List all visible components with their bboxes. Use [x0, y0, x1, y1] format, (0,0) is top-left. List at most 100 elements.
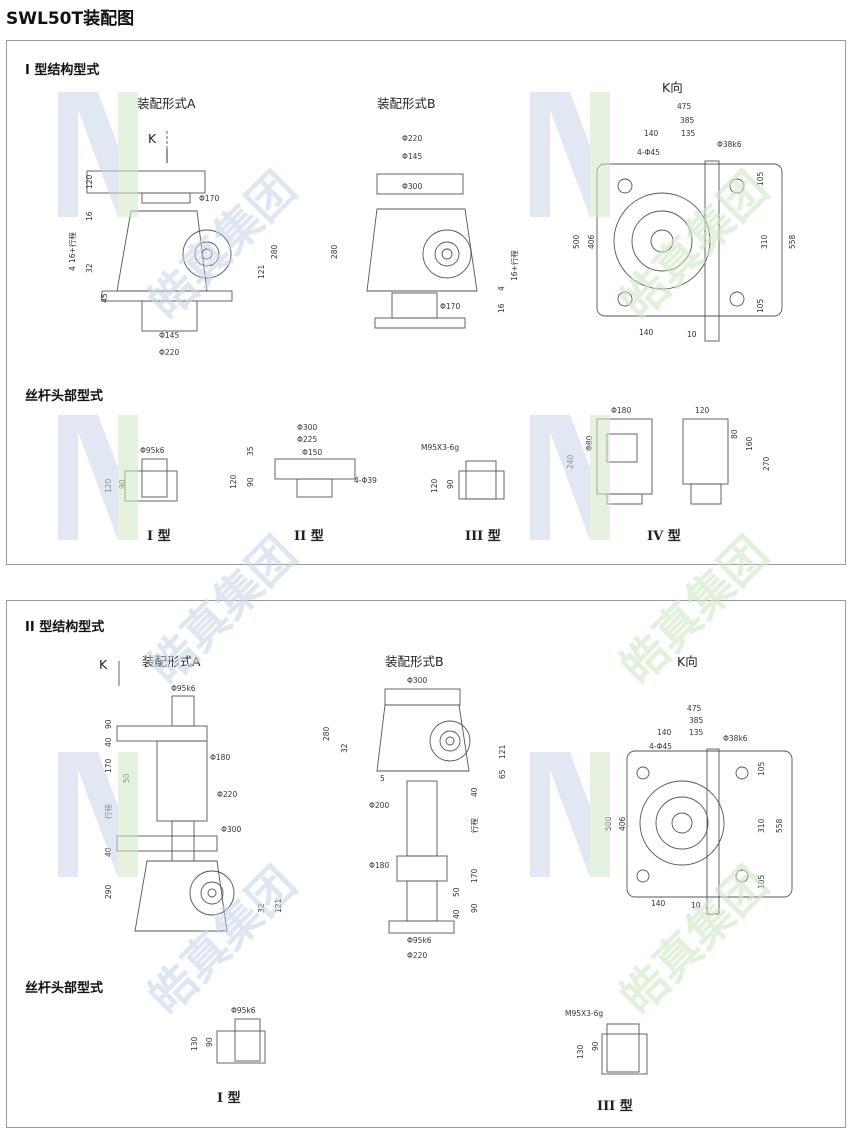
k-direction-mark-2: K — [99, 657, 108, 672]
assembly-a-label-2: 装配形式A — [142, 654, 201, 669]
dim-k-140: 140 — [644, 129, 659, 138]
type-1-label-2: I 型 — [217, 1091, 241, 1106]
dim-t4-120: 120 — [695, 406, 710, 415]
k-view-label-2: K向 — [677, 654, 698, 669]
dim-k2-475: 475 — [687, 704, 702, 713]
dim-k2-105-bottom: 105 — [757, 874, 766, 889]
assembly-b-drawing-2 — [376, 688, 471, 934]
dim-t4-80: 80 — [730, 429, 739, 439]
dim-a-121: 121 — [257, 264, 266, 279]
dim-t3-m95: M95X3-6g — [421, 443, 459, 452]
dim-t4-270: 270 — [762, 456, 771, 471]
screw-head-heading: 丝杆头部型式 — [25, 389, 104, 404]
dim-b2-40: 40 — [470, 787, 479, 797]
dim-b2-50: 50 — [452, 887, 461, 897]
dim-t1-120: 120 — [104, 478, 113, 493]
dim-a2-40: 40 — [104, 737, 113, 747]
assembly-b-dims-2: Φ300 280 32 5 Φ200 121 65 40 行程 170 Φ180… — [322, 676, 507, 960]
dim-k2-558: 558 — [775, 818, 784, 833]
k-view-drawing — [596, 160, 783, 342]
dim-t3-90: 90 — [446, 479, 455, 489]
dim-a-4: 4 — [68, 266, 77, 271]
dim-a2-phi220: Φ220 — [217, 790, 237, 799]
screw-head-type-3-dims-2: M95X3-6g 130 90 — [565, 1009, 603, 1059]
screw-head-type-3-drawing — [458, 460, 505, 500]
dim-b2-170: 170 — [470, 868, 479, 883]
dim-k2-385: 385 — [689, 716, 704, 725]
dim-b2-phi200: Φ200 — [369, 801, 389, 810]
dim-a-32: 32 — [85, 263, 94, 273]
assembly-a-dims: 120 16 4 16+行程 32 45 280 121 Φ170 Φ145 Φ… — [67, 174, 279, 357]
dim-b-phi170: Φ170 — [440, 302, 460, 311]
screw-head-type-2-drawing — [274, 458, 356, 498]
dim-k-310: 310 — [760, 234, 769, 249]
dim-b-phi145: Φ145 — [402, 152, 422, 161]
k-view-dims: 475 385 140 135 4-Φ45 Φ38k6 500 406 105 … — [572, 102, 797, 339]
screw-head-type-1-drawing-2 — [216, 1018, 266, 1064]
dim-b2-phi300: Φ300 — [407, 676, 427, 685]
panel2-drawings: Φ95k6 90 40 170 50 行程 40 290 Φ180 Φ220 Φ… — [103, 661, 793, 1075]
screw-head-type-4-drawing — [596, 418, 729, 505]
dim-b2-32: 32 — [340, 743, 349, 753]
dim-b2-121: 121 — [498, 744, 507, 759]
dim-k2-310: 310 — [757, 818, 766, 833]
assembly-a-label: 装配形式A — [137, 96, 196, 111]
dim-k-10: 10 — [687, 330, 697, 339]
dim-t4-160: 160 — [745, 436, 754, 451]
dim-b-16: 16 — [497, 303, 506, 313]
dim-k-558: 558 — [788, 234, 797, 249]
structure-type-2-panel: II 型结构型式 装配形式A 装配形式B K向 K 丝杆头部型式 I 型 III… — [6, 600, 846, 1128]
k-view-dims-2: 475 385 140 135 4-Φ45 Φ38k6 500 406 105 … — [604, 704, 784, 910]
dim-k-385: 385 — [680, 116, 695, 125]
dim-b2-phi95k6: Φ95k6 — [407, 936, 432, 945]
dim-t3b-90: 90 — [591, 1041, 600, 1051]
structure-type-1-heading: I 型结构型式 — [25, 63, 100, 78]
k-view-label: K向 — [662, 80, 683, 95]
type-2-label: II 型 — [294, 529, 324, 544]
dim-t1b-130: 130 — [190, 1036, 199, 1051]
dim-t2-35: 35 — [246, 446, 255, 456]
assembly-b-label-2: 装配形式B — [385, 654, 444, 669]
type-4-label: IV 型 — [647, 529, 681, 544]
dim-k-105-top: 105 — [756, 171, 765, 186]
dim-k2-406: 406 — [618, 816, 627, 831]
dim-k2-phi38k6: Φ38k6 — [723, 734, 748, 743]
screw-head-type-3-drawing-2 — [601, 1023, 648, 1075]
dim-b2-40b: 40 — [452, 909, 461, 919]
dim-t4-phi180: Φ180 — [611, 406, 631, 415]
dim-k-4phi45: 4-Φ45 — [637, 148, 660, 157]
dim-a2-170: 170 — [104, 758, 113, 773]
dim-a2-90: 90 — [104, 719, 113, 729]
dim-t3b-130: 130 — [576, 1044, 585, 1059]
structure-type-2-heading: II 型结构型式 — [25, 620, 105, 635]
dim-t4-240: 240 — [566, 454, 575, 469]
dim-b-stroke: 16+行程 — [509, 250, 519, 281]
dim-k-140-bottom: 140 — [639, 328, 654, 337]
dim-t1-90: 90 — [118, 479, 127, 489]
dim-k2-140: 140 — [657, 728, 672, 737]
dim-a-phi145: Φ145 — [159, 331, 179, 340]
type-3-label-2: III 型 — [597, 1099, 633, 1114]
dim-t1b-90: 90 — [205, 1037, 214, 1047]
dim-t1b-phi95k6: Φ95k6 — [231, 1006, 256, 1015]
dim-a-280: 280 — [270, 244, 279, 259]
dim-t3b-m95: M95X3-6g — [565, 1009, 603, 1018]
screw-head-type-1-drawing — [124, 458, 178, 502]
dim-t2-phi225: Φ225 — [297, 435, 317, 444]
dim-a-45: 45 — [100, 293, 109, 303]
dim-a2-32: 32 — [257, 903, 266, 913]
dim-k-135: 135 — [681, 129, 696, 138]
assembly-b-drawing — [366, 173, 478, 329]
dim-b-phi220: Φ220 — [402, 134, 422, 143]
dim-a-16: 16 — [85, 211, 94, 221]
dim-a2-121: 121 — [274, 898, 283, 913]
dim-b-4: 4 — [497, 286, 506, 291]
screw-head-type-1-dims-2: Φ95k6 130 90 — [190, 1006, 256, 1051]
dim-b2-stroke: 行程 — [469, 818, 479, 833]
dim-a2-290: 290 — [104, 884, 113, 899]
screw-head-type-3-dims: M95X3-6g 120 90 — [421, 443, 459, 493]
dim-a2-phi180: Φ180 — [210, 753, 230, 762]
assembly-a-dims-2: Φ95k6 90 40 170 50 行程 40 290 Φ180 Φ220 Φ… — [103, 684, 283, 913]
dim-k-500: 500 — [572, 234, 581, 249]
dim-t2-phi300: Φ300 — [297, 423, 317, 432]
